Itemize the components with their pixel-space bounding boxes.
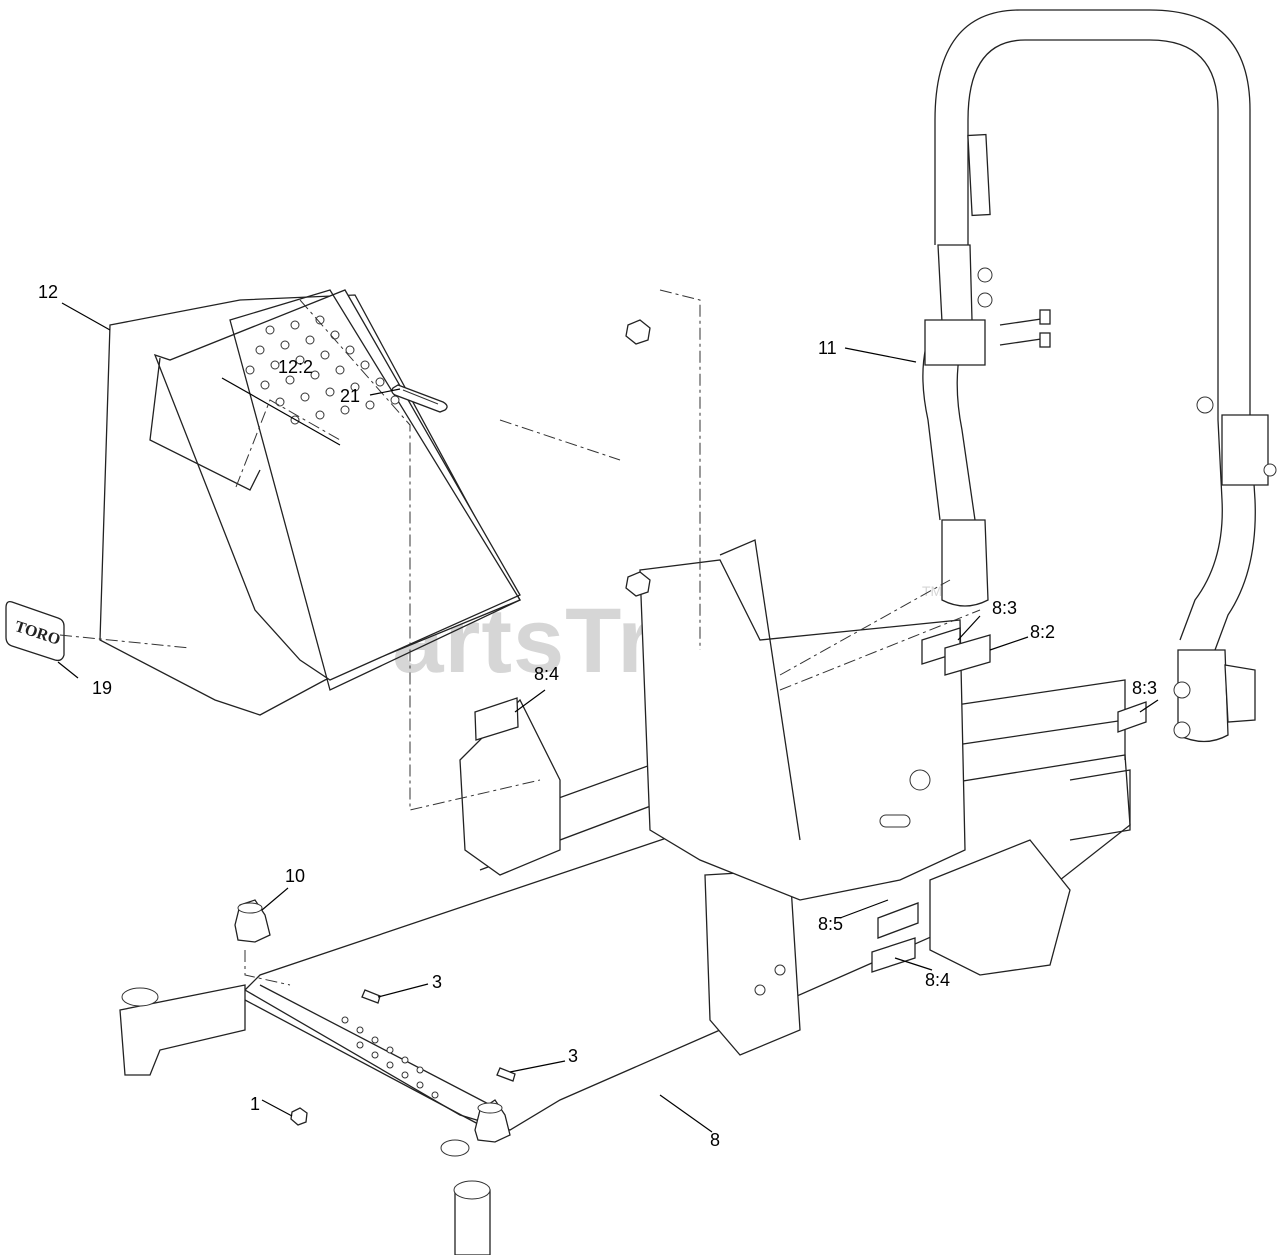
toro-decal: TORO [5,600,65,662]
assembly-lines [59,289,981,986]
callout-3-lower: 3 [568,1046,578,1066]
callout-1: 1 [250,1094,260,1114]
callout-19: 19 [92,678,112,698]
decal-8-4-bottom [871,937,916,973]
callout-12: 12 [38,282,58,302]
decal-8-2 [944,634,991,676]
watermark-tm: TM [922,583,942,599]
callout-8-3-top: 8:3 [992,598,1017,618]
clip-upper [361,989,381,1004]
callout-8-4-top: 8:4 [534,664,559,684]
decal-8-5 [877,902,919,939]
nut-upper [625,319,651,345]
callout-8-3-right: 8:3 [1132,678,1157,698]
callout-8-5: 8:5 [818,914,843,934]
bumper-upper [234,899,271,943]
callout-8-2: 8:2 [1030,622,1055,642]
callout-12-2: 12:2 [278,357,313,377]
decal-8-4-top [474,697,519,741]
callout-3-upper: 3 [432,972,442,992]
foot-plate [99,289,521,716]
leader-lines [57,302,1159,1133]
callout-21: 21 [340,386,360,406]
bumper-lower [474,1099,511,1143]
callout-11: 11 [818,338,837,358]
callout-8: 8 [710,1130,720,1150]
callout-labels: 11 12:2 12 19 8:4 8:3 8:2 8:3 21 10 8:5 … [38,282,1157,1150]
callout-8-4-bottom: 8:4 [925,970,950,990]
decal-8-3-right [1117,701,1147,733]
foot-plate-holes [245,315,400,425]
callout-10: 10 [285,866,305,886]
grommet [391,384,448,413]
nut-lower [625,571,651,597]
frame-holes [341,769,931,1099]
roll-bar [922,9,1277,743]
nut-bottom [290,1107,308,1126]
